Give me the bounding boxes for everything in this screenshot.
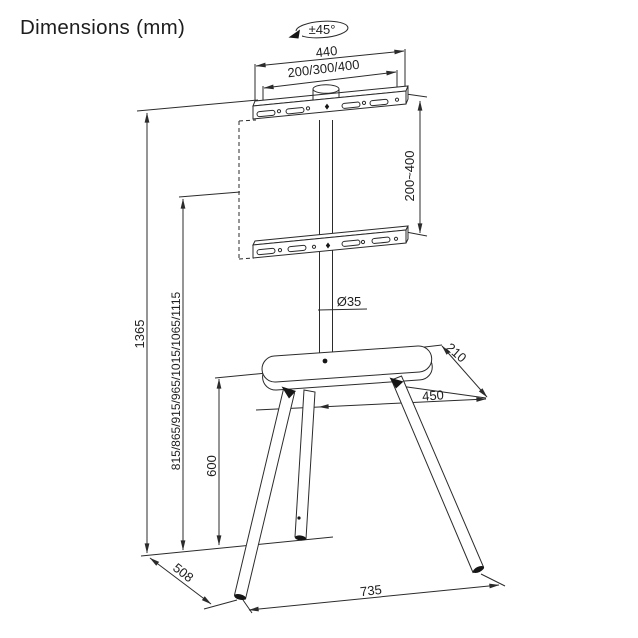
bracket-width-label: 440 — [315, 43, 338, 60]
bracket-slots — [256, 236, 399, 256]
front-left-leg — [233, 388, 296, 600]
dimension-labels: ±45° 440 200/300/400 200~400 Ø35 1365 81… — [132, 22, 469, 599]
shelf — [261, 345, 433, 391]
lower-vesa-bracket — [252, 225, 409, 259]
back-leg — [294, 389, 316, 540]
pole-diameter-label: Ø35 — [337, 294, 362, 309]
legs — [233, 375, 485, 600]
dim-line-bracket-width — [255, 49, 405, 68]
dim-line-vesa-width — [263, 70, 397, 90]
dimension-lines — [144, 49, 500, 612]
dim-line-shelf-depth — [441, 345, 488, 398]
bracket-center-mark — [324, 103, 330, 110]
base-depth-label: 508 — [170, 560, 196, 585]
pole-diameter-leader — [317, 308, 368, 311]
pole-cap — [312, 84, 340, 101]
dim-line-base-depth — [149, 557, 212, 605]
extension-lines — [136, 49, 506, 614]
vesa-width-label: 200/300/400 — [287, 57, 361, 81]
dim-line-base-width — [248, 583, 500, 612]
front-left-foot — [234, 594, 246, 600]
shelf-depth-label: 210 — [443, 340, 469, 366]
page-title: Dimensions (mm) — [20, 16, 186, 39]
swivel-indicator — [288, 20, 349, 42]
back-foot — [294, 535, 307, 541]
mount-height-options-label: 815/865/915/965/1015/1065/1115 — [169, 291, 183, 470]
top-vesa-bracket — [252, 84, 409, 120]
vesa-height-label: 200~400 — [402, 151, 417, 202]
right-leg-clamp — [389, 377, 404, 389]
shelf-width-label: 450 — [422, 387, 445, 404]
total-height-label: 1365 — [132, 320, 147, 349]
swivel-label: ±45° — [309, 22, 336, 37]
bracket-center-mark — [325, 242, 331, 249]
base-width-label: 735 — [359, 582, 382, 599]
swivel-arrow-icon — [288, 29, 300, 39]
front-right-leg — [390, 375, 485, 574]
front-right-foot — [472, 565, 485, 574]
leg-screw — [297, 516, 301, 520]
left-leg-clamp — [281, 386, 296, 399]
dashed-bracket-position — [238, 119, 257, 260]
bracket-slots — [256, 97, 400, 118]
shelf-height-label: 600 — [204, 455, 219, 477]
pole-shelf-joint — [322, 358, 328, 364]
